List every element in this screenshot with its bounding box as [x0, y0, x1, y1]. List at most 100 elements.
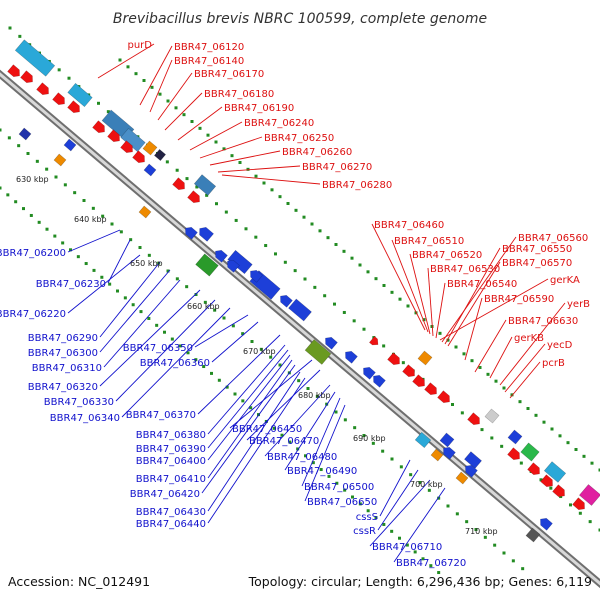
- tick-dot: [82, 199, 86, 202]
- tick-dot: [318, 229, 322, 233]
- gene-block: [484, 408, 500, 424]
- gene-block: [138, 205, 152, 219]
- tick-dot: [213, 308, 217, 312]
- tick-dot: [511, 559, 515, 563]
- tick-dot: [18, 34, 22, 38]
- tick-dot: [490, 436, 494, 440]
- gene-block: [63, 138, 77, 152]
- tick-dot: [203, 300, 207, 304]
- tick-dot: [286, 202, 290, 205]
- leader-line: [121, 307, 231, 418]
- tick-dot: [598, 468, 600, 472]
- tick-dot: [446, 504, 450, 508]
- tick-dot: [521, 567, 525, 571]
- gene-arrow: [527, 462, 540, 475]
- tick-dot: [313, 285, 317, 289]
- tick-dot: [296, 447, 300, 451]
- gene-label: cssR: [353, 526, 376, 537]
- tick-dot: [510, 393, 514, 397]
- tick-dot: [390, 529, 394, 533]
- gene-label: BBR47_06570: [502, 258, 572, 269]
- gene-label: BBR47_06390: [136, 444, 206, 455]
- gene-label: BBR47_06370: [126, 410, 196, 421]
- tick-dot: [190, 120, 194, 123]
- tick-dot: [101, 214, 105, 218]
- tick-dot: [362, 434, 366, 437]
- gene-arrow: [387, 352, 400, 365]
- tick-dot: [470, 359, 474, 363]
- tick-dot: [63, 183, 67, 187]
- gene-block: [455, 471, 469, 485]
- gene-label: BBR47_06500: [304, 482, 374, 493]
- gene-block: [288, 298, 312, 322]
- tick-dot: [455, 512, 459, 516]
- gene-arrow: [187, 190, 200, 203]
- gene-arrow: [540, 518, 553, 531]
- gene-block: [543, 461, 567, 483]
- scale-mark-label: 640 kbp: [74, 215, 107, 224]
- tick-dot: [234, 218, 238, 222]
- tick-dot: [518, 400, 522, 404]
- tick-dot: [390, 290, 394, 294]
- tick-dot: [534, 413, 538, 417]
- tick-dot-tracks: [0, 26, 600, 575]
- leader-line: [99, 269, 171, 353]
- tick-dot: [92, 268, 96, 272]
- tick-dot: [76, 255, 80, 259]
- gene-label: BBR47_06350: [123, 343, 193, 354]
- gene-label: gerKA: [550, 275, 580, 286]
- gene-label: BBR47_06530: [430, 264, 500, 275]
- tick-dot: [302, 215, 306, 219]
- genome-backbone: [0, 69, 600, 589]
- tick-dot: [249, 406, 253, 410]
- tick-dot: [166, 99, 170, 103]
- accession-text: Accession: NC_012491: [8, 574, 150, 589]
- leader-line: [207, 377, 306, 524]
- tick-dot: [549, 486, 553, 490]
- tick-dot: [8, 26, 12, 30]
- leader-line: [157, 72, 193, 121]
- tick-dot: [246, 167, 250, 171]
- tick-dot: [6, 193, 10, 197]
- leader-line: [164, 92, 203, 131]
- leader-line: [284, 391, 336, 471]
- gene-block: [142, 140, 158, 156]
- tick-dot: [371, 441, 375, 445]
- tick-dot: [214, 140, 218, 144]
- tick-dot: [61, 241, 65, 245]
- tick-dot: [343, 488, 347, 492]
- tick-dot: [238, 161, 242, 164]
- leader-line: [99, 289, 201, 387]
- tick-dot: [422, 318, 426, 322]
- gene-label: BBR47_06270: [302, 162, 372, 173]
- gene-label: BBR47_06470: [249, 436, 319, 447]
- tick-dot: [131, 303, 135, 307]
- tick-dot: [198, 126, 202, 130]
- tick-dot: [382, 522, 386, 526]
- gene-arrow: [552, 484, 565, 497]
- leader-line: [189, 121, 243, 151]
- tick-dot: [559, 495, 563, 499]
- gene-label: BBR47_06540: [447, 279, 517, 290]
- tick-dot: [405, 543, 409, 547]
- leader-line: [229, 359, 313, 429]
- gene-arrow: [172, 177, 185, 190]
- tick-dot: [210, 371, 213, 375]
- tick-dot: [37, 220, 41, 224]
- gene-arrow: [107, 129, 120, 142]
- tick-dot: [205, 193, 209, 197]
- leader-line: [304, 404, 346, 502]
- tick-dot: [288, 440, 292, 444]
- tick-dot: [194, 293, 198, 296]
- tick-dot: [116, 289, 119, 293]
- leader-line: [379, 459, 411, 517]
- tick-dot: [366, 509, 370, 513]
- scale-mark-label: 710 kbp: [465, 527, 498, 536]
- gene-label: BBR47_06170: [194, 69, 264, 80]
- gene-label: BBR47_06290: [28, 333, 98, 344]
- gene-arrow: [227, 260, 240, 273]
- tick-dot: [588, 520, 592, 524]
- tick-dot: [182, 113, 186, 117]
- gene-label: BBR47_06450: [232, 424, 302, 435]
- tick-dot: [272, 426, 276, 430]
